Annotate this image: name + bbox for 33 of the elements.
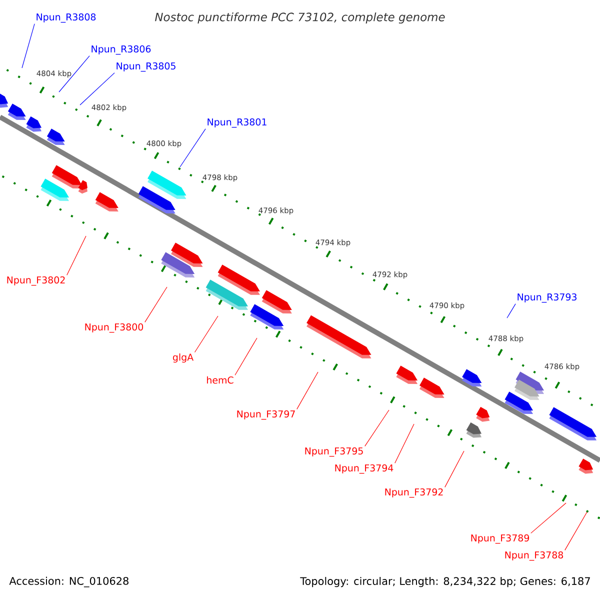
gene-label: Npun_F3797 [237,410,295,420]
leader-line [58,56,90,92]
leader-line [194,316,218,353]
gene-label: Npun_F3788 [505,551,564,561]
gene-label: Npun_F3800 [85,323,144,333]
leader-line [234,338,258,376]
title: Nostoc punctiforme PCC 73102, complete genome [155,12,445,24]
leader-line [530,502,566,534]
gene-label: Npun_R3806 [92,45,151,55]
gene-label: glgA [172,353,194,363]
leader-line [66,236,86,276]
gene-label: Npun_R3793 [518,293,576,303]
gene-label: Npun_F3789 [471,534,530,544]
leader-line [506,304,516,318]
leader-line [144,286,168,322]
gene-label: Npun_F3792 [385,488,443,498]
leader-line [22,24,35,68]
leader-line [80,72,115,106]
leader-line [180,128,206,168]
leader-line [394,424,414,464]
gene-label: Npun_F3794 [335,464,394,474]
gene-label: Npun_F3802 [7,276,65,286]
gene-label: hemC [207,376,234,384]
leader-line [444,450,464,488]
gene-label: Npun_R3805 [116,62,176,72]
leader-line [364,410,390,446]
footer-text: Accession: NC_010628 [9,576,128,588]
gene-label: Npun_R3801 [208,118,266,128]
gene-label: Npun_F3795 [305,447,363,457]
leader-line [564,512,588,550]
gene-label: Npun_R3808 [36,13,96,23]
leader-line [296,372,318,410]
footer-text: Topology: circular; Length: 8,234,322 bp; Genes: 6,187 [300,576,590,588]
